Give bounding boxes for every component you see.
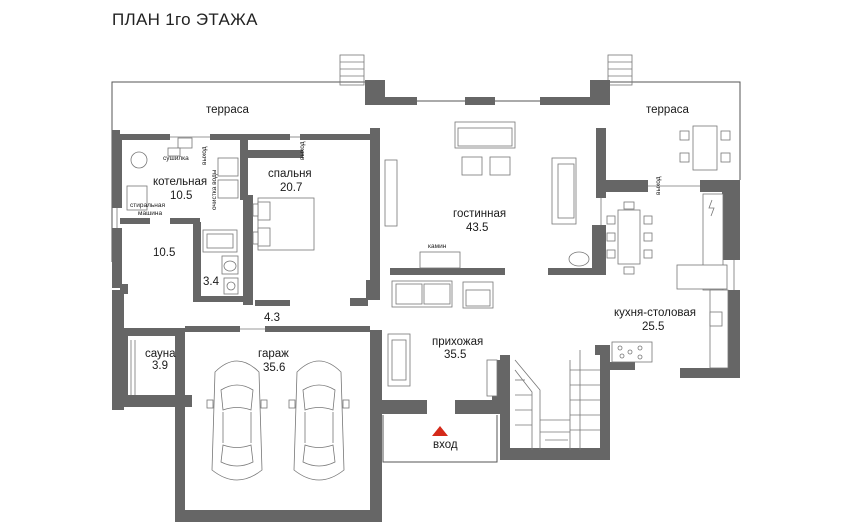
label-bedroom-area: 20.7 [280, 182, 302, 194]
label-living: гостинная [453, 208, 506, 220]
label-corridor-area: 4.3 [264, 312, 280, 324]
car-right [288, 360, 350, 481]
window-markers [116, 136, 735, 330]
label-entrance-hall-area: 35.5 [444, 349, 466, 361]
room-labels: терраса терраса котельная 10.5 спальня 2… [145, 104, 696, 451]
label-terrace-left: терраса [206, 104, 249, 116]
label-exit-1: выход [201, 146, 208, 165]
steps-top-right [607, 54, 633, 86]
label-garage-area: 35.6 [263, 362, 285, 374]
label-exit-3: выход [655, 176, 662, 195]
label-washer-2: машина [138, 210, 163, 217]
staircase [514, 350, 600, 450]
label-water-treatment: очистка воды [211, 169, 218, 210]
label-boiler-area: 10.5 [170, 190, 192, 202]
label-bedroom: спальня [268, 168, 312, 180]
label-garage: гараж [258, 348, 289, 360]
label-washer-1: стиральная [130, 202, 165, 209]
label-entrance-hall: прихожая [432, 336, 483, 348]
label-kitchen: кухня-столовая [614, 307, 696, 319]
steps-top-left [339, 54, 365, 86]
label-kitchen-area: 25.5 [642, 321, 664, 333]
label-sauna-area: 3.9 [152, 360, 168, 372]
label-hall-area: 10.5 [153, 247, 175, 259]
walls [112, 80, 740, 522]
label-dryer: сушилка [163, 155, 189, 162]
label-living-area: 43.5 [466, 222, 488, 234]
label-entry: вход [433, 439, 458, 451]
label-exit-2: выход [299, 141, 306, 160]
label-bath-area: 3.4 [203, 276, 220, 288]
label-boiler: котельная [153, 176, 207, 188]
small-labels: сушилка выход выход выход очистка воды с… [130, 141, 662, 217]
entry-arrow-icon [432, 426, 448, 436]
label-fireplace: камин [428, 243, 447, 250]
label-sauna: сауна [145, 348, 176, 360]
page-title: ПЛАН 1го ЭТАЖА [112, 10, 258, 29]
label-terrace-right: терраса [646, 104, 689, 116]
car-left [206, 360, 268, 481]
furniture [126, 121, 731, 397]
